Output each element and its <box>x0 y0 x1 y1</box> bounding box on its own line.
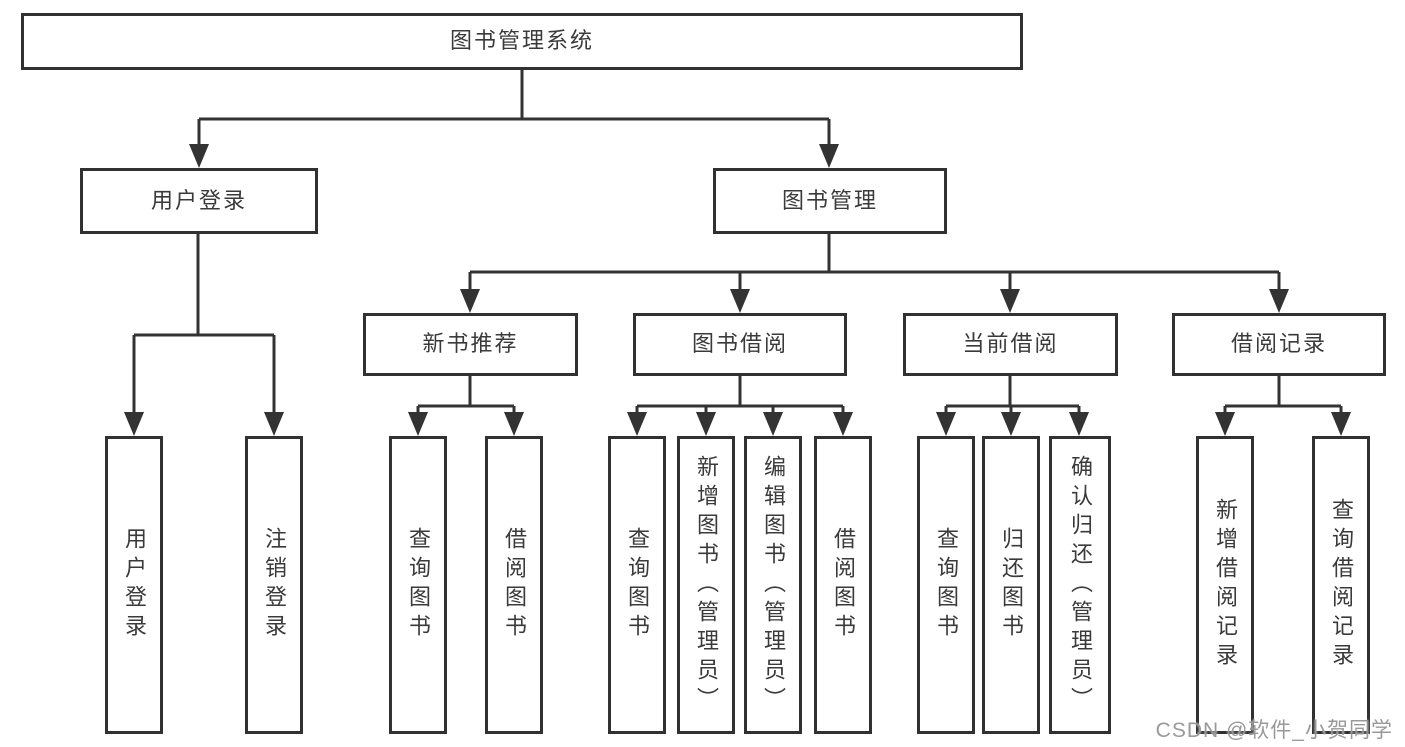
node-label: 当前借阅 <box>962 331 1059 357</box>
arrow-down-icon <box>189 144 209 168</box>
node-current-borrowing: 当前借阅 <box>903 313 1118 376</box>
connector-borrowing-records-to-leaves <box>1215 376 1351 436</box>
node-label: 查询图书 <box>934 527 959 643</box>
node-label: 图书管理系统 <box>449 28 594 54</box>
leaf-records-query-borrow-record: 查询借阅记录 <box>1312 436 1370 734</box>
node-label: 新书推荐 <box>422 331 519 357</box>
leaf-recommend-query-books: 查询图书 <box>389 436 447 734</box>
node-borrowing-records: 借阅记录 <box>1172 313 1386 376</box>
node-label: 借阅图书 <box>831 527 856 643</box>
node-book-management-module: 图书管理 <box>713 168 947 234</box>
node-label: 新增图书（管理员） <box>694 454 719 716</box>
leaf-logout-login: 注销登录 <box>245 436 303 734</box>
leaf-current-return-books: 归还图书 <box>982 436 1040 734</box>
connector-root-to-level2 <box>189 69 839 168</box>
arrow-down-icon <box>1215 412 1235 436</box>
leaf-borrowing-edit-books-admin: 编辑图书（管理员） <box>744 436 802 734</box>
connector-current-borrowing-to-leaves <box>936 376 1089 436</box>
node-label: 注销登录 <box>262 527 287 643</box>
leaf-user-login: 用户登录 <box>105 436 163 734</box>
leaf-borrowing-add-books-admin: 新增图书（管理员） <box>677 436 735 734</box>
arrow-down-icon <box>1331 412 1351 436</box>
leaf-records-add-borrow-record: 新增借阅记录 <box>1196 436 1254 734</box>
arrow-down-icon <box>1000 289 1020 313</box>
leaf-current-query-books: 查询图书 <box>917 436 975 734</box>
node-label: 归还图书 <box>999 527 1024 643</box>
node-book-borrowing: 图书借阅 <box>633 313 847 376</box>
arrow-down-icon <box>1269 289 1289 313</box>
node-label: 查询图书 <box>406 527 431 643</box>
node-label: 借阅记录 <box>1230 331 1327 357</box>
node-label: 用户登录 <box>150 187 247 213</box>
arrow-down-icon <box>627 412 647 436</box>
node-label: 图书借阅 <box>691 331 788 357</box>
connector-book-borrowing-to-leaves <box>627 376 853 436</box>
arrow-down-icon <box>1001 412 1021 436</box>
arrow-down-icon <box>408 412 428 436</box>
leaf-borrowing-borrow-books: 借阅图书 <box>814 436 872 734</box>
node-label: 新增借阅记录 <box>1213 498 1238 672</box>
node-label: 确认归还（管理员） <box>1068 454 1093 716</box>
node-label: 查询借阅记录 <box>1329 498 1354 672</box>
leaf-current-confirm-return-admin: 确认归还（管理员） <box>1049 436 1111 734</box>
node-new-book-recommend: 新书推荐 <box>363 313 578 376</box>
arrow-down-icon <box>936 412 956 436</box>
node-label: 用户登录 <box>122 527 147 643</box>
node-user-login-module: 用户登录 <box>80 168 318 234</box>
arrow-down-icon <box>460 289 480 313</box>
arrow-down-icon <box>264 412 284 436</box>
arrow-down-icon <box>696 412 716 436</box>
node-label: 图书管理 <box>781 187 878 213</box>
node-label: 编辑图书（管理员） <box>761 454 786 716</box>
node-label: 借阅图书 <box>502 527 527 643</box>
connector-new-book-recommend-to-leaves <box>408 376 524 436</box>
arrow-down-icon <box>763 412 783 436</box>
arrow-down-icon <box>504 412 524 436</box>
arrow-down-icon <box>124 412 144 436</box>
arrow-down-icon <box>833 412 853 436</box>
leaf-recommend-borrow-books: 借阅图书 <box>485 436 543 734</box>
arrow-down-icon <box>1069 412 1089 436</box>
connector-user-login-to-leaves <box>124 234 284 436</box>
arrow-down-icon <box>730 289 750 313</box>
leaf-borrowing-query-books: 查询图书 <box>608 436 666 734</box>
node-label: 查询图书 <box>625 527 650 643</box>
arrow-down-icon <box>819 144 839 168</box>
node-library-management-system: 图书管理系统 <box>21 13 1023 70</box>
csdn-watermark: CSDN @软件_小贺同学 <box>1155 719 1393 742</box>
connector-book-management-to-level3 <box>460 234 1289 313</box>
